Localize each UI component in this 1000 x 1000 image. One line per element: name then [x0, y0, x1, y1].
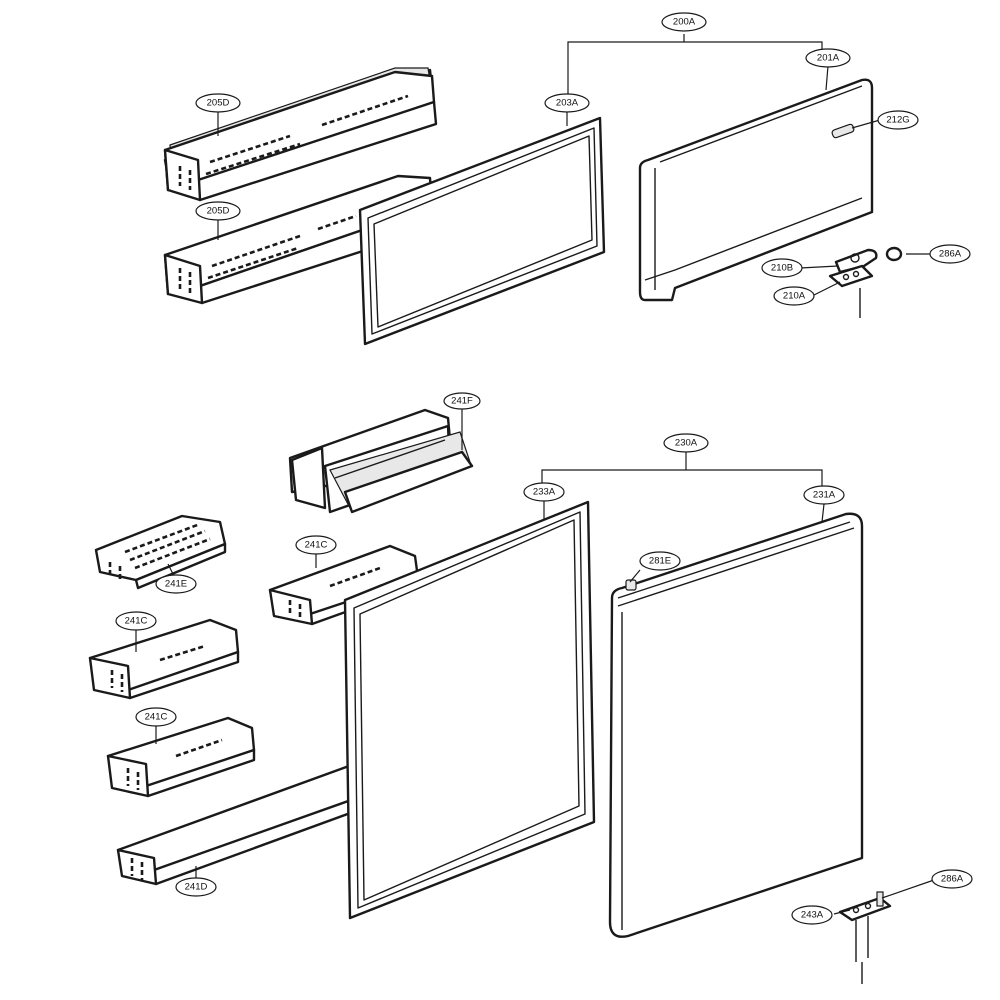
callout-212g: 212G	[877, 110, 919, 130]
refrigerator-door-231a	[608, 512, 864, 938]
svg-text:286A: 286A	[941, 874, 964, 885]
callout-241e: 241E	[155, 574, 197, 594]
svg-text:203A: 203A	[556, 98, 579, 109]
bottle-shelf-241d	[116, 760, 388, 886]
svg-text:201A: 201A	[817, 53, 840, 64]
callout-233a: 233A	[523, 482, 565, 502]
svg-text:210A: 210A	[783, 291, 806, 302]
leaders-bottom	[135, 408, 935, 915]
callout-286a-bottom: 286A	[931, 869, 973, 889]
hinge-210b	[834, 248, 878, 274]
svg-text:212G: 212G	[886, 115, 909, 126]
dairy-compartment-241f	[288, 408, 474, 514]
callout-241c-center: 241C	[295, 535, 337, 555]
svg-text:205D: 205D	[207, 206, 230, 217]
callout-201a: 201A	[805, 48, 851, 68]
callout-203a: 203A	[544, 93, 590, 113]
callout-231a: 231A	[803, 485, 845, 505]
svg-text:205D: 205D	[207, 98, 230, 109]
svg-text:233A: 233A	[533, 487, 556, 498]
door-basket-205d-upper	[163, 67, 438, 202]
svg-text:241D: 241D	[185, 882, 208, 893]
callout-243a: 243A	[791, 905, 833, 925]
door-gasket-203a	[358, 116, 606, 346]
svg-text:200A: 200A	[673, 17, 696, 28]
callout-210b: 210B	[761, 258, 803, 278]
callout-241c-left-lower: 241C	[135, 707, 177, 727]
door-shelf-241c-left-lower	[106, 716, 256, 798]
svg-text:230A: 230A	[675, 438, 698, 449]
hinge-plate-210a	[828, 264, 874, 318]
svg-text:286A: 286A	[939, 249, 962, 260]
svg-text:241F: 241F	[451, 396, 473, 407]
callout-205d-bottom: 205D	[195, 201, 241, 221]
callout-241d: 241D	[175, 877, 217, 897]
callout-200a: 200A	[661, 12, 707, 32]
svg-text:241C: 241C	[305, 540, 328, 551]
freezer-door-201a	[638, 78, 874, 302]
svg-text:241C: 241C	[145, 712, 168, 723]
svg-text:281E: 281E	[649, 556, 671, 567]
svg-text:241E: 241E	[165, 579, 187, 590]
callout-205d-top: 205D	[195, 93, 241, 113]
callout-286a-top: 286A	[929, 244, 971, 264]
svg-text:241C: 241C	[125, 616, 148, 627]
cap-286a-top	[885, 246, 903, 262]
svg-text:243A: 243A	[801, 910, 824, 921]
svg-text:231A: 231A	[813, 490, 836, 501]
egg-tray-241e	[94, 514, 227, 590]
callout-241f: 241F	[443, 392, 481, 410]
svg-text:210B: 210B	[771, 263, 793, 274]
door-gasket-233a	[343, 500, 596, 920]
lower-hinge-243a	[838, 891, 892, 984]
door-shelf-241c-left-upper	[88, 618, 240, 700]
callout-210a: 210A	[773, 286, 815, 306]
callout-241c-left-upper: 241C	[115, 611, 157, 631]
callout-230a: 230A	[663, 433, 709, 453]
callout-281e: 281E	[639, 551, 681, 571]
